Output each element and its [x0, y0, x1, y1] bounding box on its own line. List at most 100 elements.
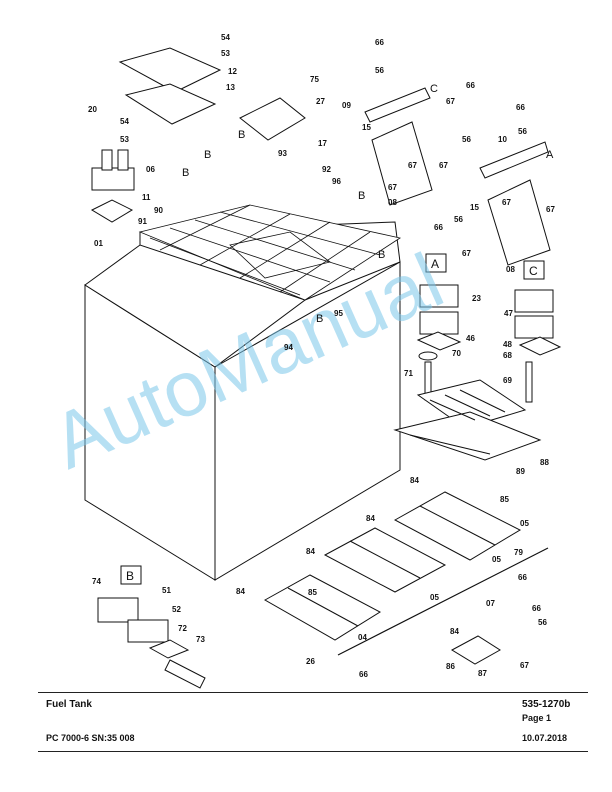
view-c-label: C	[529, 264, 538, 278]
tank-lid	[118, 47, 222, 125]
callout-c47: 47	[504, 309, 513, 318]
view-a-label: A	[431, 257, 439, 271]
bracket-09	[364, 87, 433, 206]
callout-c94: 94	[284, 343, 293, 352]
callout-c67c: 67	[408, 161, 417, 170]
callout-c85a: 85	[500, 495, 509, 504]
callout-c53b: 53	[120, 135, 129, 144]
callout-c71: 71	[404, 369, 413, 378]
machine-model: PC 7000-6 SN:35 008	[46, 733, 135, 743]
bracket-10	[479, 141, 551, 266]
top-grating	[138, 204, 402, 301]
callout-c12: 12	[228, 67, 237, 76]
tie-rod	[337, 547, 549, 656]
exploded-parts-diagram: AutoManual A C B 01040505050607080809101…	[39, 33, 562, 689]
callout-bArrow3: B	[182, 167, 189, 179]
cover-plate	[239, 97, 306, 141]
callout-c48: 48	[503, 340, 512, 349]
callout-c01: 01	[94, 239, 103, 248]
callout-c52: 52	[172, 605, 181, 614]
callout-bArrow6: B	[378, 249, 385, 261]
callout-c70: 70	[452, 349, 461, 358]
callout-c75: 75	[310, 75, 319, 84]
callout-c84d: 84	[236, 587, 245, 596]
callout-c08a: 08	[388, 198, 397, 207]
callout-c84a: 84	[410, 476, 419, 485]
callout-c20: 20	[88, 105, 97, 114]
view-a-box	[425, 253, 447, 273]
callout-c88: 88	[540, 458, 549, 467]
callout-c15a: 15	[362, 123, 371, 132]
callout-c56d: 56	[454, 215, 463, 224]
callout-c96: 96	[332, 177, 341, 186]
callout-cArrow: C	[430, 83, 438, 95]
callout-c27: 27	[316, 97, 325, 106]
callout-c67e: 67	[502, 198, 511, 207]
lower-gratings	[263, 491, 522, 641]
callout-c89: 89	[516, 467, 525, 476]
callout-c84e: 84	[450, 627, 459, 636]
drawing-title: Fuel Tank	[46, 699, 92, 710]
part-number: 535-1270b	[522, 699, 571, 710]
callout-c09: 09	[342, 101, 351, 110]
callout-c69: 69	[503, 376, 512, 385]
callout-c56a: 56	[375, 66, 384, 75]
callout-c74: 74	[92, 577, 101, 586]
callout-c92: 92	[322, 165, 331, 174]
callout-c11: 11	[142, 193, 151, 202]
callout-c17: 17	[318, 139, 327, 148]
callout-c67h: 67	[520, 661, 529, 670]
callout-c05c: 05	[520, 519, 529, 528]
callout-c23: 23	[472, 294, 481, 303]
callout-c79: 79	[514, 548, 523, 557]
callout-c56c: 56	[462, 135, 471, 144]
callout-c73: 73	[196, 635, 205, 644]
callout-c68: 68	[503, 351, 512, 360]
callout-bArrow1: B	[238, 129, 245, 141]
callout-c66c: 66	[516, 103, 525, 112]
page-number: Page 1	[522, 713, 552, 723]
callout-c72: 72	[178, 624, 187, 633]
callout-c13: 13	[226, 83, 235, 92]
callout-c67b: 67	[388, 183, 397, 192]
callout-aArrow: A	[546, 149, 554, 161]
callout-c86: 86	[446, 662, 455, 671]
callout-c06: 06	[146, 165, 155, 174]
callout-c46: 46	[466, 334, 475, 343]
callout-c53a: 53	[221, 49, 230, 58]
clamp-assembly-b	[97, 597, 206, 689]
callout-c10: 10	[498, 135, 507, 144]
callout-c67a: 67	[446, 97, 455, 106]
callout-c08b: 08	[506, 265, 515, 274]
callout-c66a: 66	[375, 38, 384, 47]
callout-c66f: 66	[532, 604, 541, 613]
breather-assembly	[90, 149, 135, 223]
fuel-tank-body	[84, 221, 401, 581]
title-block: Fuel Tank 535-1270b Page 1 PC 7000-6 SN:…	[38, 692, 588, 752]
callout-bArrow5: B	[316, 313, 323, 325]
callout-c66g: 66	[359, 670, 368, 679]
callout-c66d: 66	[434, 223, 443, 232]
callout-c56b: 56	[518, 127, 527, 136]
callout-c67d: 67	[439, 161, 448, 170]
callout-labels: 0104050505060708080910111213151517202326…	[88, 33, 555, 679]
callout-c91: 91	[138, 217, 147, 226]
issue-date: 10.07.2018	[522, 733, 568, 743]
callout-c84c: 84	[306, 547, 315, 556]
view-b-label: B	[126, 569, 134, 583]
callout-c85b: 85	[308, 588, 317, 597]
clamp-assembly-c	[514, 289, 562, 403]
callout-c07: 07	[486, 599, 495, 608]
callout-c54b: 54	[120, 117, 129, 126]
callout-c05a: 05	[492, 555, 501, 564]
view-c-box	[523, 260, 545, 280]
callout-bArrow2: B	[204, 149, 211, 161]
callout-c54a: 54	[221, 33, 230, 42]
callout-bArrow4: B	[358, 190, 365, 202]
callout-c67f: 67	[546, 205, 555, 214]
step-grating	[393, 379, 542, 461]
callout-c93: 93	[278, 149, 287, 158]
callout-c15b: 15	[470, 203, 479, 212]
callout-c05b: 05	[430, 593, 439, 602]
callout-c56e: 56	[538, 618, 547, 627]
